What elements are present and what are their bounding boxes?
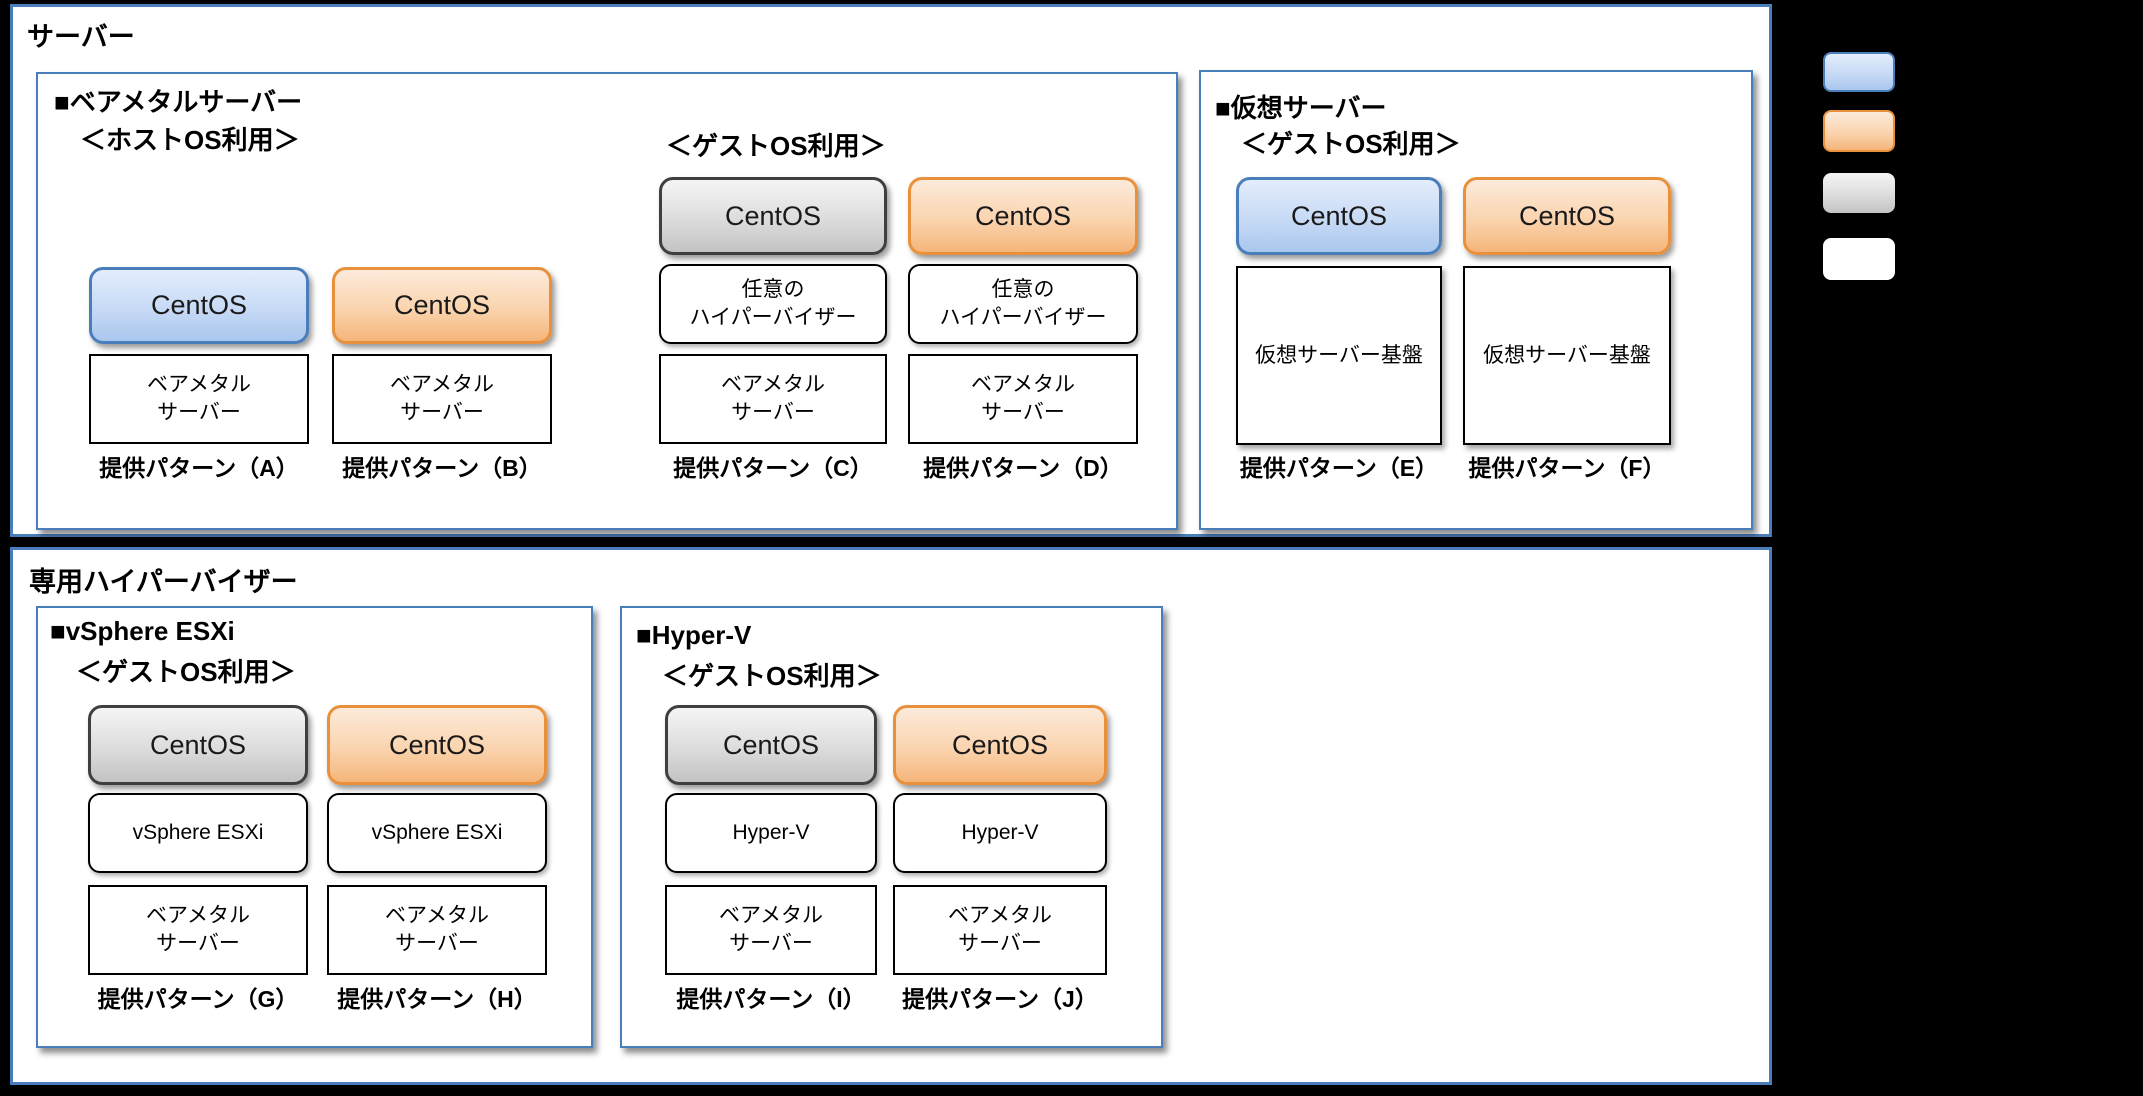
pattern-label: 提供パターン（I） — [676, 986, 866, 1012]
centos-box: CentOS — [659, 177, 887, 255]
hypervisor-box: Hyper-V — [893, 793, 1107, 873]
column-pattern-i: CentOS Hyper-V ベアメタル サーバー 提供パターン（I） — [665, 608, 877, 1046]
panel-hyper-v: ■Hyper-V ＜ゲストOS利用＞ CentOS Hyper-V ベアメタル … — [620, 606, 1163, 1048]
pattern-label: 提供パターン（G） — [97, 986, 299, 1012]
column-pattern-a: CentOS ベアメタル サーバー 提供パターン（A） — [89, 74, 309, 528]
pattern-label: 提供パターン（H） — [337, 986, 537, 1012]
centos-box: CentOS — [88, 705, 308, 785]
baremetal-box: ベアメタル サーバー — [327, 885, 547, 975]
panel-hyperv-heading: ■Hyper-V — [636, 620, 752, 650]
hypervisor-box: vSphere ESXi — [88, 793, 308, 873]
section-hypervisor-title: 専用ハイパーバイザー — [29, 567, 298, 597]
hypervisor-box: vSphere ESXi — [327, 793, 547, 873]
host-os-label: ＜ホストOS利用＞ — [80, 125, 300, 155]
column-pattern-c: CentOS 任意の ハイパーバイザー ベアメタル サーバー 提供パターン（C） — [659, 74, 887, 528]
pattern-label: 提供パターン（E） — [1239, 455, 1439, 481]
baremetal-box: ベアメタル サーバー — [89, 354, 309, 444]
legend-white-box-swatch — [1823, 238, 1895, 280]
column-pattern-d: CentOS 任意の ハイパーバイザー ベアメタル サーバー 提供パターン（D） — [908, 74, 1138, 528]
guest-os-label: ＜ゲストOS利用＞ — [666, 131, 886, 161]
centos-box: CentOS — [332, 267, 552, 344]
section-server-title: サーバー — [27, 22, 135, 52]
legend-gray-os-swatch — [1823, 173, 1895, 213]
legend-blue-os-swatch — [1823, 52, 1895, 92]
guest-os-label: ＜ゲストOS利用＞ — [662, 661, 882, 691]
pattern-label: 提供パターン（B） — [342, 455, 542, 481]
centos-box: CentOS — [665, 705, 877, 785]
baremetal-box: ベアメタル サーバー — [908, 354, 1138, 444]
centos-box: CentOS — [89, 267, 309, 344]
column-pattern-j: CentOS Hyper-V ベアメタル サーバー 提供パターン（J） — [893, 608, 1107, 1046]
guest-os-label: ＜ゲストOS利用＞ — [76, 657, 296, 687]
column-pattern-h: CentOS vSphere ESXi ベアメタル サーバー 提供パターン（H） — [327, 608, 547, 1046]
baremetal-box: ベアメタル サーバー — [665, 885, 877, 975]
pattern-label: 提供パターン（F） — [1468, 455, 1666, 481]
centos-box: CentOS — [1463, 177, 1671, 255]
column-pattern-e: CentOS 仮想サーバー基盤 提供パターン（E） — [1236, 72, 1442, 528]
baremetal-box: ベアメタル サーバー — [659, 354, 887, 444]
centos-box: CentOS — [327, 705, 547, 785]
panel-virtual-heading: ■仮想サーバー — [1215, 93, 1387, 123]
pattern-label: 提供パターン（D） — [923, 455, 1123, 481]
panel-vsphere-heading: ■vSphere ESXi — [50, 616, 235, 646]
hypervisor-box: Hyper-V — [665, 793, 877, 873]
centos-box: CentOS — [908, 177, 1138, 255]
hypervisor-box: 任意の ハイパーバイザー — [908, 264, 1138, 344]
column-pattern-f: CentOS 仮想サーバー基盤 提供パターン（F） — [1463, 72, 1671, 528]
guest-os-label: ＜ゲストOS利用＞ — [1241, 129, 1461, 159]
panel-baremetal-heading: ■ベアメタルサーバー — [54, 87, 303, 117]
pattern-label: 提供パターン（J） — [902, 986, 1098, 1012]
virtual-platform-box: 仮想サーバー基盤 — [1236, 266, 1442, 445]
centos-box: CentOS — [893, 705, 1107, 785]
centos-box: CentOS — [1236, 177, 1442, 255]
baremetal-box: ベアメタル サーバー — [332, 354, 552, 444]
section-dedicated-hypervisor: 専用ハイパーバイザー ■vSphere ESXi ＜ゲストOS利用＞ CentO… — [10, 547, 1772, 1085]
panel-virtual-server: ■仮想サーバー ＜ゲストOS利用＞ CentOS 仮想サーバー基盤 提供パターン… — [1199, 70, 1753, 530]
pattern-label: 提供パターン（C） — [673, 455, 873, 481]
virtual-platform-box: 仮想サーバー基盤 — [1463, 266, 1671, 445]
legend-orange-os-swatch — [1823, 110, 1895, 152]
baremetal-box: ベアメタル サーバー — [88, 885, 308, 975]
column-pattern-g: CentOS vSphere ESXi ベアメタル サーバー 提供パターン（G） — [88, 608, 308, 1046]
pattern-label: 提供パターン（A） — [99, 455, 299, 481]
hypervisor-box: 任意の ハイパーバイザー — [659, 264, 887, 344]
panel-baremetal-server: ■ベアメタルサーバー ＜ホストOS利用＞ ＜ゲストOS利用＞ CentOS ベア… — [36, 72, 1178, 530]
panel-vsphere-esxi: ■vSphere ESXi ＜ゲストOS利用＞ CentOS vSphere E… — [36, 606, 593, 1048]
column-pattern-b: CentOS ベアメタル サーバー 提供パターン（B） — [332, 74, 552, 528]
section-server: サーバー ■ベアメタルサーバー ＜ホストOS利用＞ ＜ゲストOS利用＞ Cent… — [10, 4, 1772, 537]
baremetal-box: ベアメタル サーバー — [893, 885, 1107, 975]
